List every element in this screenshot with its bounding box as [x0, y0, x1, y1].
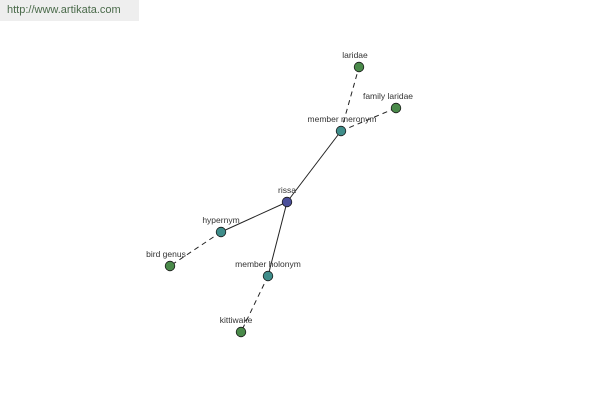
nodes-layer: rissa member meronym hypernym member holony… — [146, 50, 413, 338]
node-member-holonym[interactable]: member holonym — [235, 259, 301, 282]
node-label: family laridae — [363, 91, 413, 101]
node-marker[interactable] — [215, 226, 227, 238]
node-rissa[interactable]: rissa — [278, 185, 296, 208]
edge-member_holonym-kittiwake — [240, 275, 269, 333]
node-kittiwake[interactable]: kittiwake — [220, 315, 253, 338]
site-url-banner[interactable]: http://www.artikata.com — [0, 0, 139, 21]
node-label: kittiwake — [220, 315, 253, 325]
node-label: bird genus — [146, 249, 186, 259]
node-marker[interactable] — [164, 260, 176, 272]
edge-rissa-hypernym — [220, 201, 288, 233]
node-label: laridae — [342, 50, 368, 60]
node-member-meronym[interactable]: member meronym — [308, 114, 377, 137]
node-label: member meronym — [308, 114, 377, 124]
node-family-laridae[interactable]: family laridae — [363, 91, 413, 114]
node-marker[interactable] — [262, 270, 274, 282]
edge-rissa-member_holonym — [267, 201, 288, 277]
edge-hypernym-bird_genus — [169, 231, 222, 267]
edge-rissa-member_meronym — [286, 130, 342, 203]
node-label: member holonym — [235, 259, 301, 269]
node-laridae[interactable]: laridae — [342, 50, 368, 73]
node-label: rissa — [278, 185, 296, 195]
node-marker[interactable] — [335, 125, 347, 137]
node-marker[interactable] — [353, 61, 365, 73]
edges-layer — [169, 66, 397, 333]
node-marker[interactable] — [235, 326, 247, 338]
node-marker[interactable] — [281, 196, 293, 208]
node-bird-genus[interactable]: bird genus — [146, 249, 186, 272]
edge-member_meronym-family_laridae — [340, 107, 397, 132]
edge-member_meronym-laridae — [340, 66, 360, 132]
node-label: hypernym — [202, 215, 239, 225]
node-marker[interactable] — [390, 102, 402, 114]
node-hypernym[interactable]: hypernym — [202, 215, 240, 238]
